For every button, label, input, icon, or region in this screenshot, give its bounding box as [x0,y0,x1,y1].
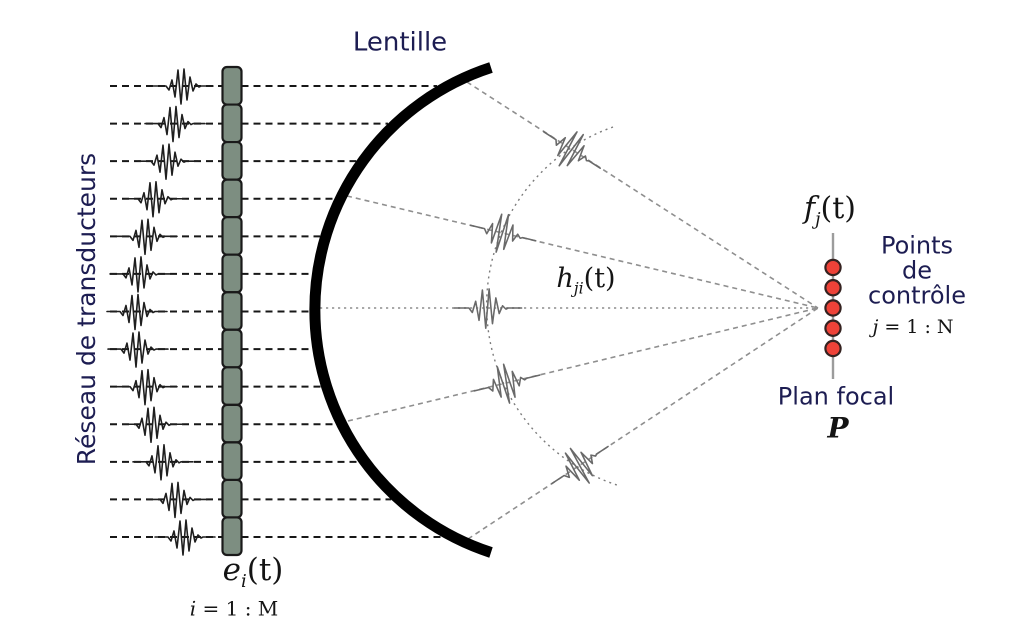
emission-wavelet-icon [146,481,208,519]
transducer-element [221,65,243,106]
focal-signal-label: fj(t) [804,193,856,229]
control-points-line2: de [902,256,932,285]
focal-plane [824,233,842,379]
focusing-ray [347,307,819,422]
transducer-channel-row [110,180,335,218]
focal-plane-symbol: P [827,411,849,445]
transducer-element [221,478,243,519]
control-point-dot [824,258,842,277]
impulse-wavelet-icon [453,288,523,329]
transducer-channel-row [110,105,389,143]
control-range-var: j [872,316,879,339]
transducer-element [221,178,243,219]
transducer-channel-row [110,519,443,556]
control-point-dot [824,299,842,317]
lens-arc [309,62,493,558]
emission-wavelet-icon [124,180,186,218]
focusing-ray [466,81,819,309]
emission-range-rest: = 1 : M [196,596,279,621]
transducer-channel-row [106,293,310,331]
transducer-element [221,140,243,181]
control-points-label: Points de contrôle [868,231,966,310]
impulse-wavelet-icon [464,205,541,262]
transducer-element [221,291,243,331]
control-points-line3: contrôle [868,281,966,310]
emission-subscript: i [240,571,247,593]
control-point-dot [824,279,842,297]
transducer-element [221,103,243,144]
impulse-wavelet-icon [540,429,620,502]
transducer-element [221,403,243,444]
transducer-channel-rows [106,68,443,556]
lens-label: Lentille [352,27,448,58]
emission-wavelet-icon [152,68,214,105]
transducer-channel-row [107,331,313,368]
transducer-array-label: Réseau de transducteurs [72,152,101,466]
emission-wavelet-icon [144,105,206,143]
transducer-channel-row [110,406,336,444]
emission-wavelet-icon [137,143,199,180]
transducer-channel-row [110,368,322,406]
emission-wavelet-icon [106,293,168,331]
transducer-element [221,516,243,557]
emission-wavelet-icon [122,406,184,444]
emission-signal-label: ei(t) [223,554,284,592]
focusing-rays [320,81,819,540]
emission-index-range: i = 1 : M [189,596,279,621]
transducer-channel-row [110,143,357,180]
emission-symbol: e [222,552,241,589]
transducer-channel-row [110,218,321,256]
impulse-subscript: ji [573,278,584,298]
impulse-response-label: hji(t) [556,265,615,297]
emission-wavelet-icon [116,368,178,406]
control-index-range: j = 1 : N [872,316,954,339]
emission-wavelet-icon [132,444,194,481]
transducer-element [221,366,243,406]
focal-subscript: j [815,209,821,230]
control-points-line1: Points [880,231,954,260]
focusing-ray [467,307,819,540]
emission-wavelet-icon [154,519,216,556]
focal-symbol: f [804,190,816,226]
focal-argument: (t) [820,190,856,226]
emission-wavelet-icon [116,218,178,256]
emission-range-var: i [189,596,197,621]
control-point-dot [824,319,842,337]
emission-wavelet-icon [109,256,171,293]
transducer-array [221,65,243,557]
transducer-element [221,216,243,256]
transducer-channel-row [110,68,438,105]
transducer-channel-row [110,444,359,481]
transducer-element [221,328,243,369]
transducer-channel-row [110,481,392,519]
impulse-symbol: h [556,263,574,295]
focal-plane-label: Plan focal [777,382,895,411]
transducer-element [221,441,243,482]
control-point-dot [824,339,842,358]
emission-wavelet-icon [107,331,169,368]
impulse-wavelet-icon [532,115,612,186]
impulse-argument: (t) [583,263,616,295]
emission-argument: (t) [246,552,284,589]
impulse-wavelet-icon [469,355,546,412]
transducer-element [221,253,243,294]
control-range-rest: = 1 : N [878,316,954,339]
wavefront-arc [485,126,618,486]
transducer-channel-row [109,256,313,293]
